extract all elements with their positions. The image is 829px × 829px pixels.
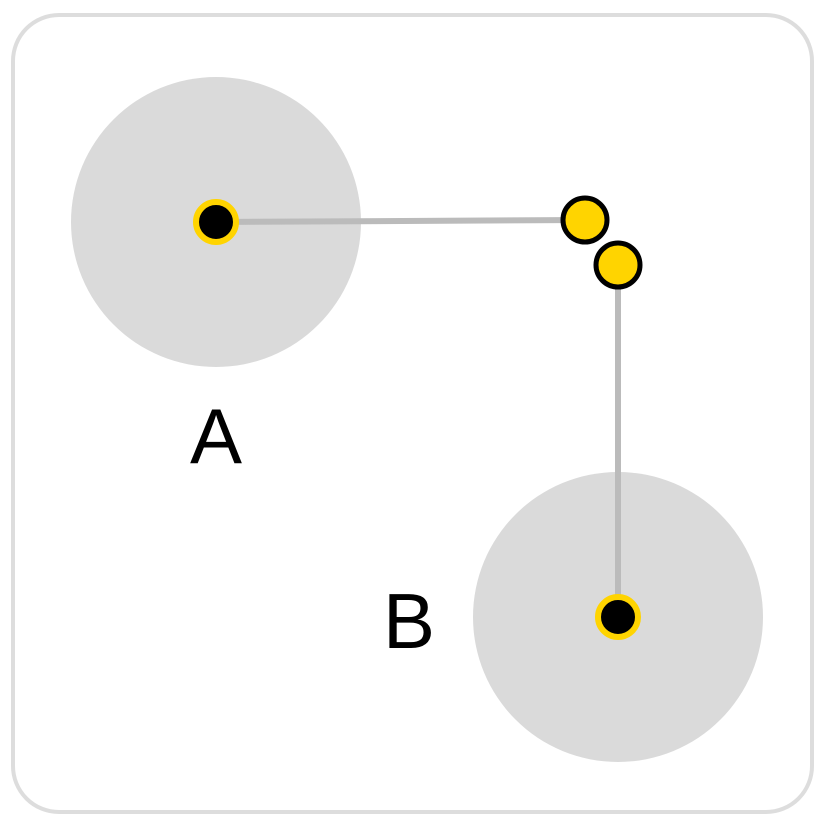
handle-a[interactable] — [560, 195, 610, 245]
anchor-point-b[interactable] — [595, 594, 641, 640]
label-b: B — [383, 577, 435, 665]
connector-a — [215, 217, 586, 225]
label-a: A — [190, 392, 242, 480]
handle-b[interactable] — [593, 240, 643, 290]
anchor-point-a[interactable] — [193, 199, 239, 245]
